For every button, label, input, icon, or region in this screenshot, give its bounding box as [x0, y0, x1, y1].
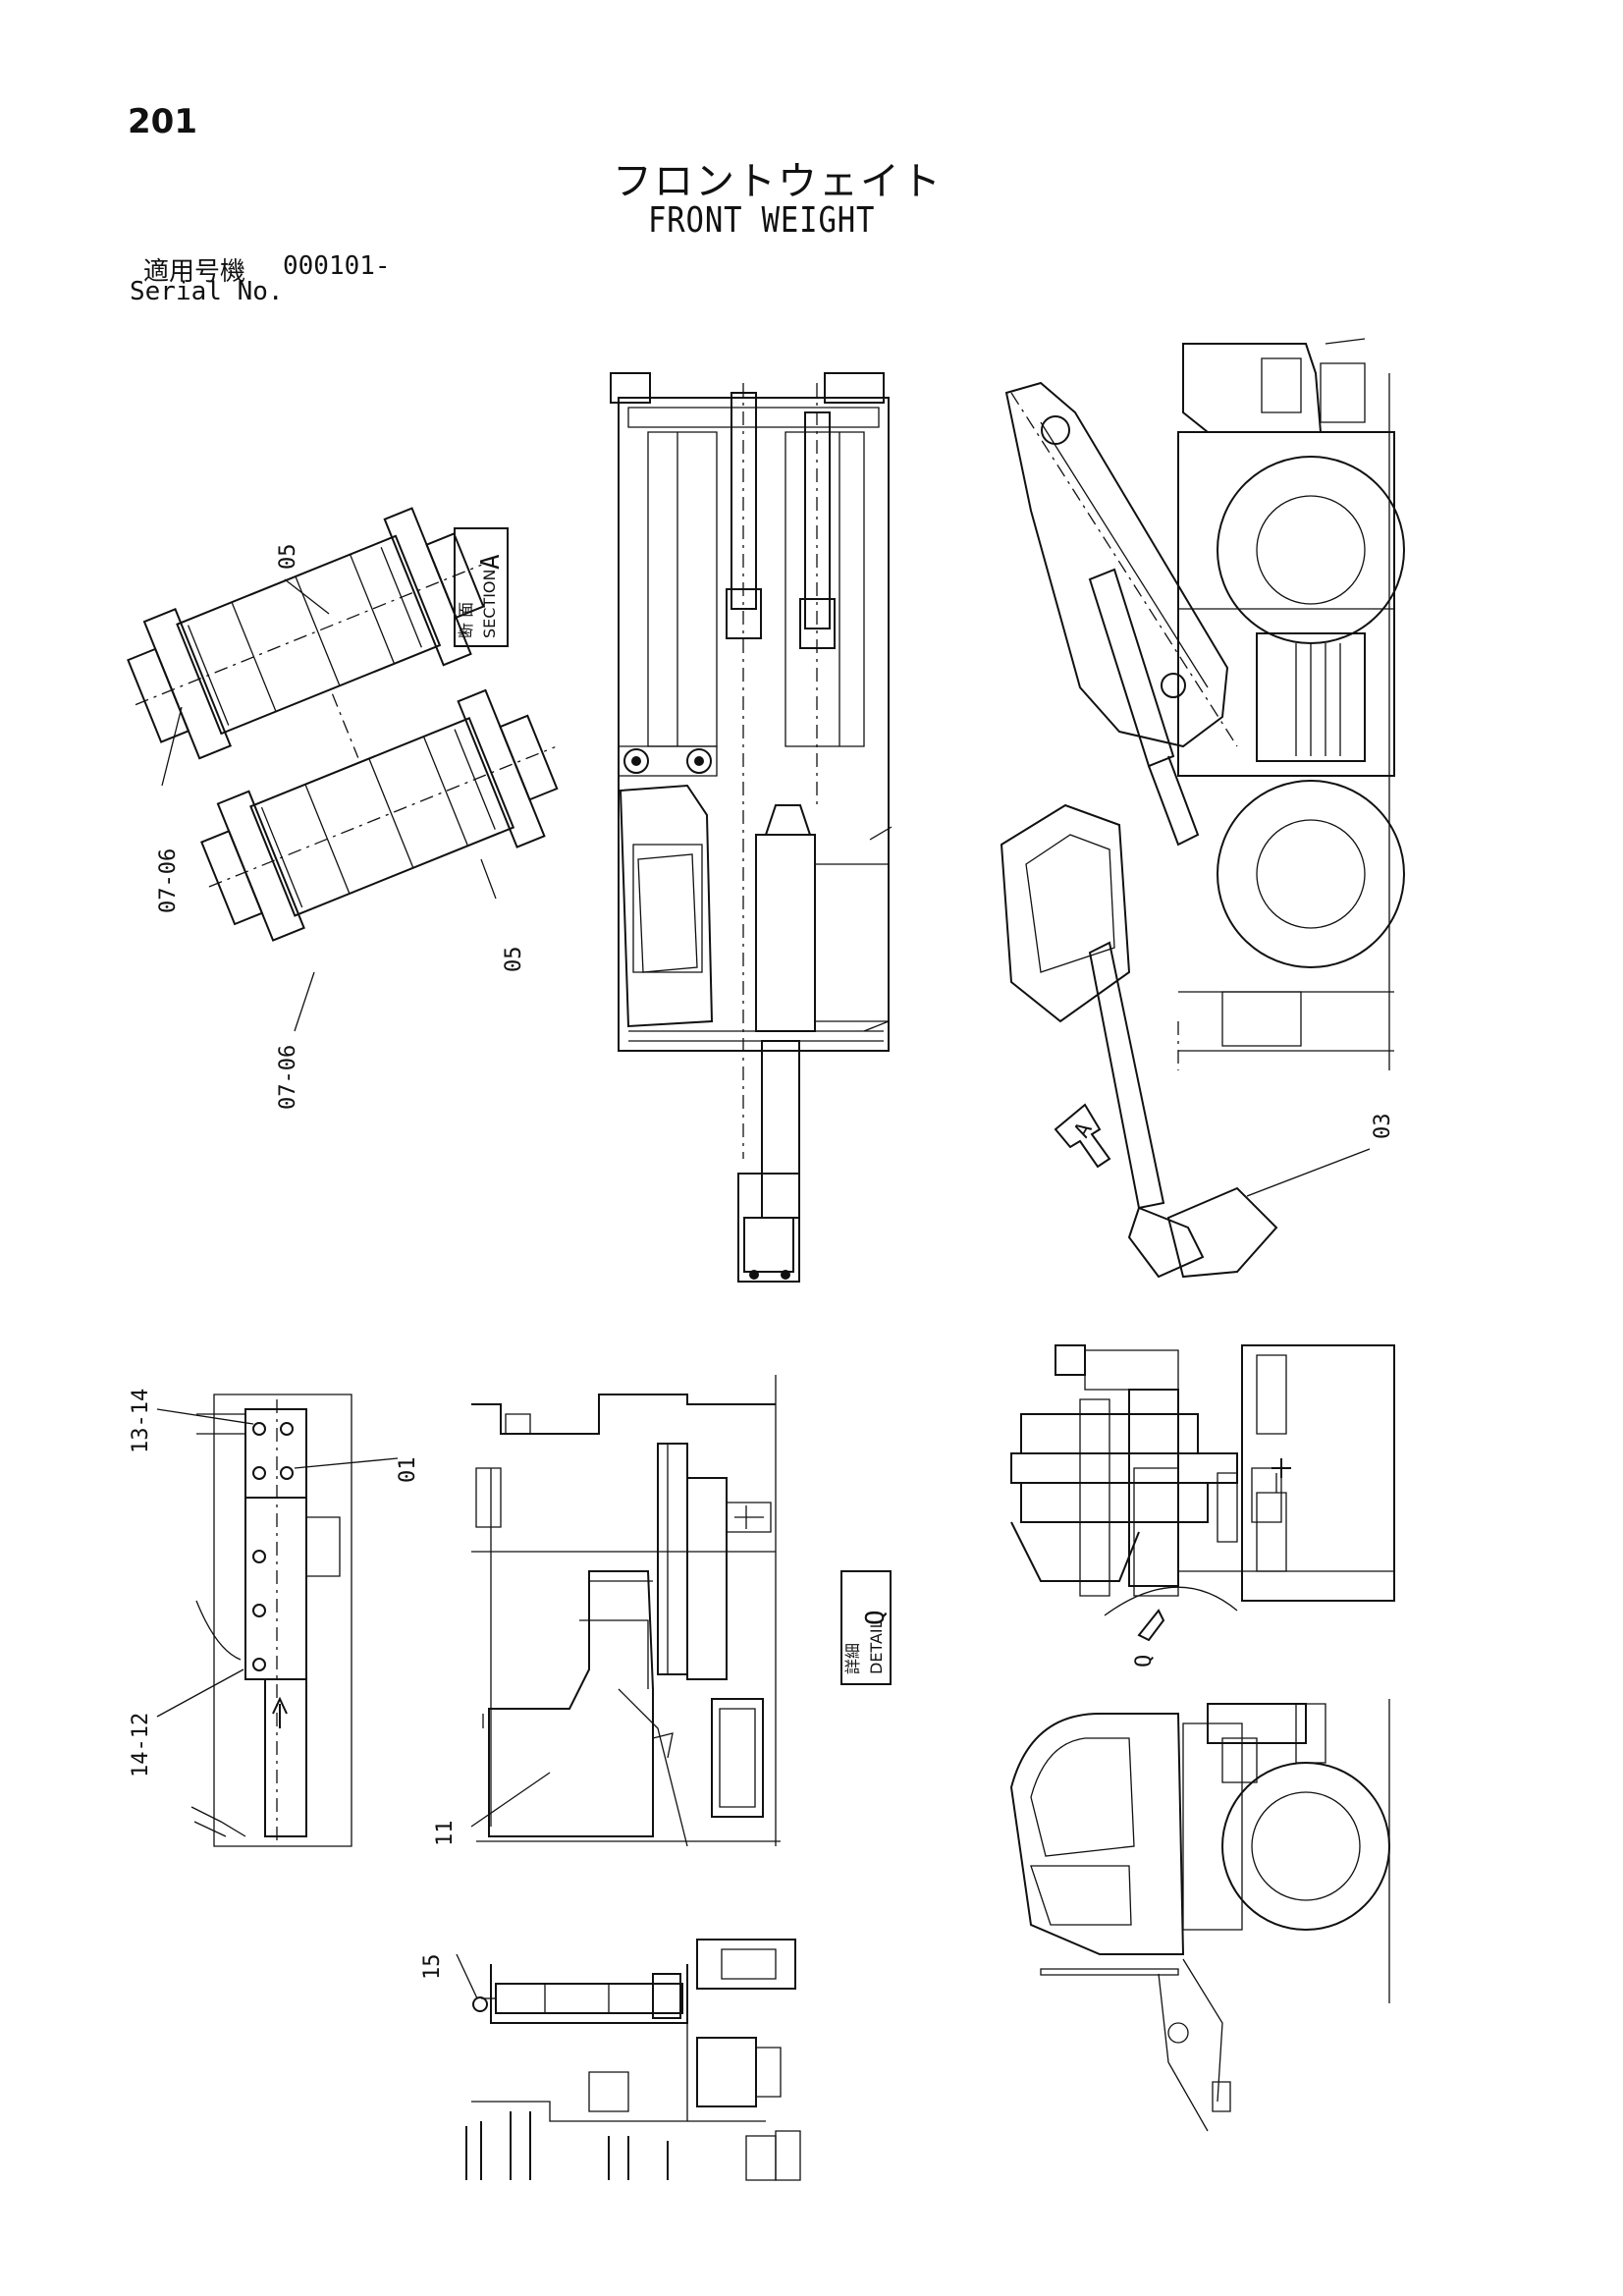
serial-label-english: Serial No.	[130, 277, 284, 306]
callout-03: 03	[1371, 1114, 1395, 1140]
svg-text:詳細: 詳細	[843, 1643, 862, 1674]
section-a-label: 断 面 SECTION A	[455, 528, 508, 646]
page-number: 201	[128, 102, 197, 141]
callout-07-06-bottom: 07-06	[276, 1045, 300, 1110]
machine-top-view	[611, 373, 892, 1282]
svg-text:A: A	[476, 554, 506, 570]
callout-05-top: 05	[276, 544, 300, 571]
title-english: FRONT WEIGHT	[648, 200, 876, 241]
callout-13-14: 13-14	[129, 1389, 153, 1453]
front-weight-mount-detail	[157, 1394, 398, 1846]
view-q-marker: Q	[1132, 1655, 1157, 1667]
machine-front-lower-view	[1011, 1345, 1394, 1640]
front-weight-side-detail	[471, 1375, 781, 1846]
section-a-pin-assembly	[106, 492, 584, 1031]
cylinder-detail	[457, 1940, 800, 2180]
machine-side-lower-view	[1011, 1699, 1389, 2131]
callout-05-middle: 05	[502, 947, 526, 973]
callout-01: 01	[396, 1457, 420, 1484]
svg-text:断 面: 断 面	[457, 602, 475, 638]
view-arrow-a: A	[1070, 1119, 1098, 1142]
svg-text:Q: Q	[861, 1610, 891, 1625]
machine-side-view	[1001, 339, 1404, 1277]
serial-label-japanese: 適用号機	[143, 257, 246, 287]
callout-14-12: 14-12	[129, 1713, 153, 1777]
svg-text:SECTION: SECTION	[480, 570, 499, 639]
callout-15: 15	[420, 1954, 445, 1981]
callout-07-06-left: 07-06	[156, 848, 181, 913]
svg-text:DETAIL: DETAIL	[867, 1619, 886, 1674]
detail-q-label: 詳細 DETAIL Q	[841, 1571, 891, 1684]
title-japanese: フロントウェイト	[613, 159, 943, 204]
serial-number-value: 000101-	[283, 251, 391, 281]
callout-11: 11	[433, 1821, 458, 1847]
